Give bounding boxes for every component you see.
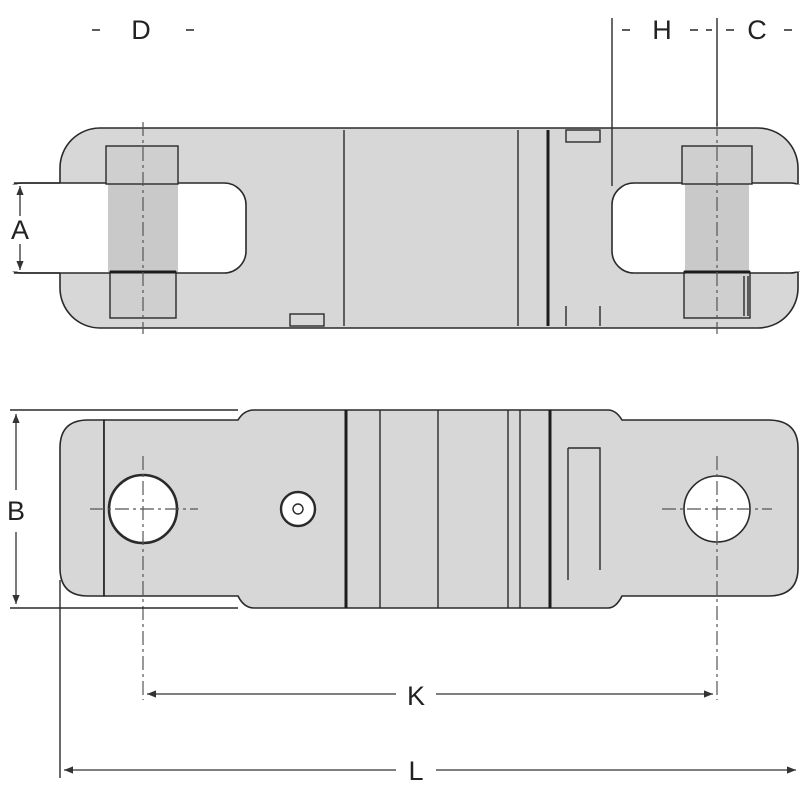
top-tab-notch (565, 129, 601, 143)
side-view (59, 409, 799, 700)
side-slot-mark (567, 447, 601, 580)
label-d: D (131, 15, 151, 45)
label-l: L (408, 756, 423, 786)
top-view (0, 122, 800, 334)
dimension-labels: D H C A B K L (7, 15, 767, 786)
grease-nipple-inner (292, 503, 304, 515)
right-slot-mask (760, 184, 800, 272)
label-c: C (747, 15, 767, 45)
bottom-tab-notch (289, 313, 325, 327)
side-view-body (103, 409, 799, 609)
dimensions (10, 18, 796, 778)
label-b: B (7, 496, 25, 526)
label-k: K (407, 681, 425, 711)
grease-nipple-outer (279, 490, 317, 528)
left-pin-upper (105, 145, 179, 185)
label-a: A (11, 215, 29, 245)
label-h: H (652, 15, 672, 45)
left-eye-end (59, 419, 105, 597)
left-slot-mask (0, 184, 60, 272)
